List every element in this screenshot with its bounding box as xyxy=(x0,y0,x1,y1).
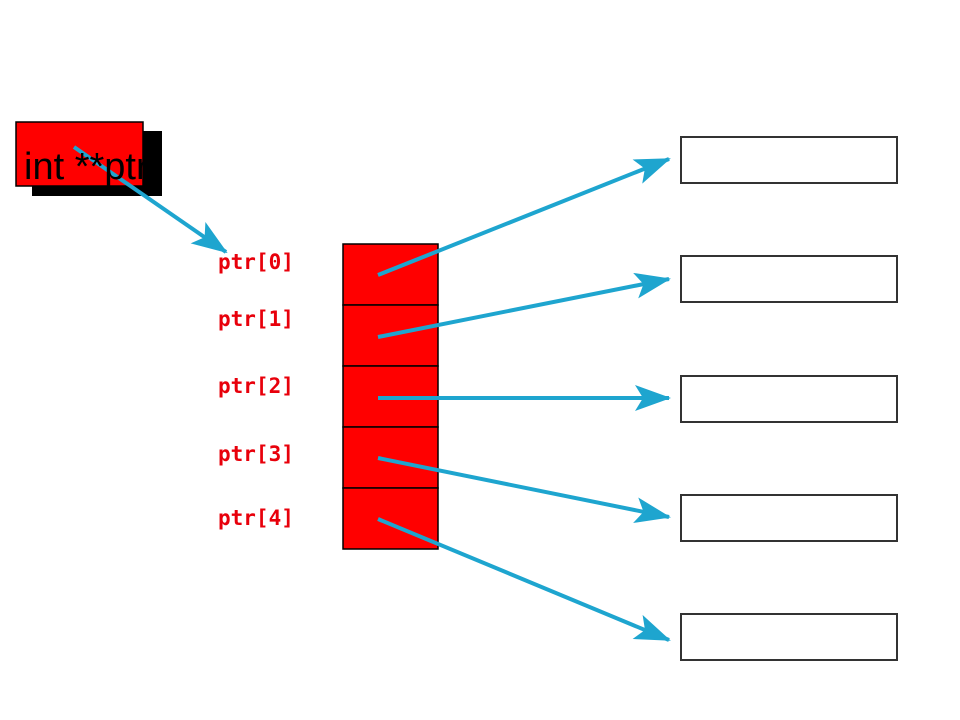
target-box-3 xyxy=(680,494,898,542)
arrow-cell-3-to-target xyxy=(377,456,671,523)
target-box-4 xyxy=(680,613,898,661)
target-box-0 xyxy=(680,136,898,184)
arrows xyxy=(72,145,671,642)
array-cell-3 xyxy=(342,426,439,489)
array-cell-0 xyxy=(342,243,439,306)
index-label-2: ptr[2] xyxy=(218,374,294,398)
index-label-3: ptr[3] xyxy=(218,442,294,466)
arrow-cell-1-to-target xyxy=(377,272,671,339)
target-box-2 xyxy=(680,375,898,423)
arrow-ptr-to-array xyxy=(72,145,228,254)
arrow-cell-0-to-target xyxy=(377,157,671,277)
index-label-1: ptr[1] xyxy=(218,307,294,331)
variable-label: int **ptr xyxy=(24,146,149,188)
index-label-0: ptr[0] xyxy=(218,250,294,274)
arrow-cell-4-to-target xyxy=(377,517,671,642)
variable-box xyxy=(15,121,144,187)
index-label-4: ptr[4] xyxy=(218,506,294,530)
target-box-1 xyxy=(680,255,898,303)
target-boxes xyxy=(680,136,898,661)
